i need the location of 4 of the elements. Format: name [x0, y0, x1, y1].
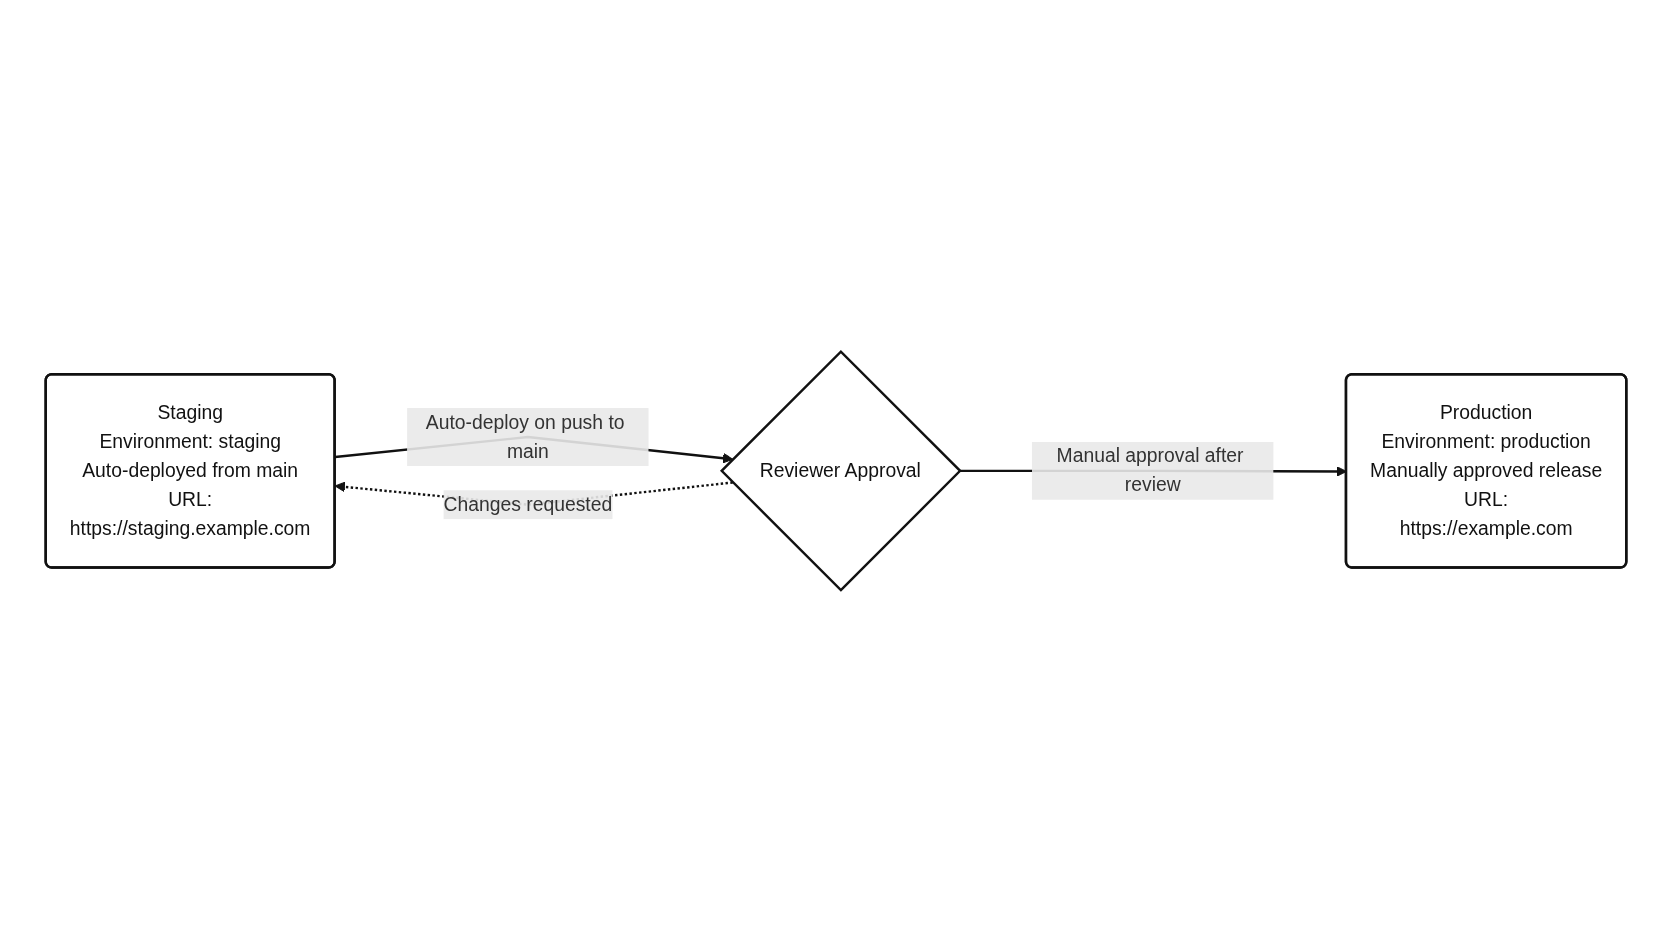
- edge-label: Auto-deploy on push to main: [425, 411, 625, 461]
- edge-label: Changes requested: [443, 493, 613, 514]
- node-diamond: Reviewer Approval: [719, 349, 962, 592]
- edge-label: Manual approval after review: [1056, 445, 1244, 495]
